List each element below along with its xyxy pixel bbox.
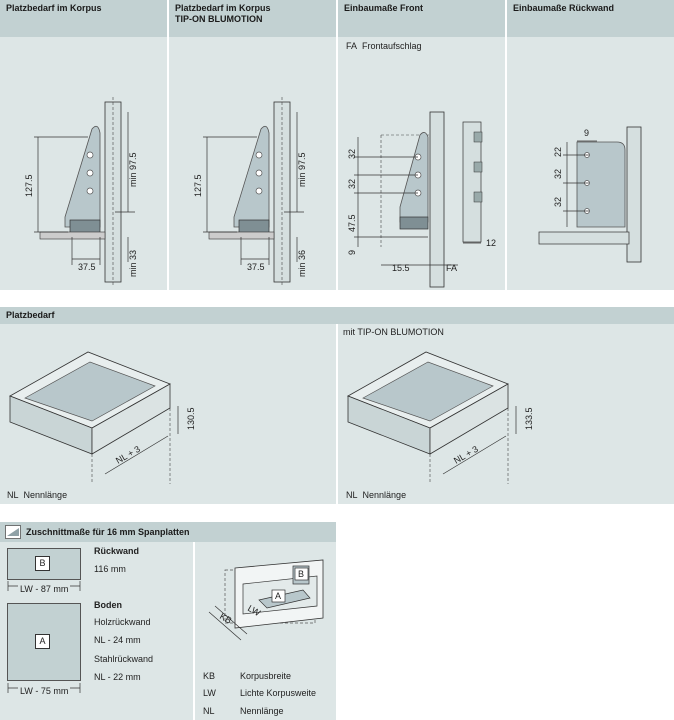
- nl-legend-right: NL Nennlänge: [346, 490, 406, 501]
- fa-legend: FA Frontaufschlag: [346, 41, 422, 52]
- drawing-rueckwand: 9 22 32 32: [538, 126, 642, 263]
- nl-abbr: NL: [7, 490, 19, 500]
- dim-127-5: 127.5: [24, 174, 34, 197]
- title: Einbaumaße Front: [344, 3, 424, 13]
- middle-divider: [336, 324, 338, 504]
- dim-37-5: 37.5: [247, 262, 265, 272]
- bottom-divider: [193, 542, 195, 720]
- nl-text: Nennlänge: [23, 490, 68, 500]
- legend-nl-abbr: NL: [203, 706, 215, 716]
- nl-dim-left: NL + 3: [114, 444, 142, 466]
- rueckwand-value: 116 mm: [94, 564, 126, 574]
- header-einbau-rueckwand: Einbaumaße Rückwand: [507, 0, 674, 37]
- part-b-label: B: [35, 556, 50, 571]
- dim-32-a: 32: [553, 169, 563, 179]
- nl-dim-right: NL + 3: [452, 444, 480, 466]
- iso-label-a: A: [275, 591, 281, 601]
- height-dim-right: 133.5: [524, 407, 534, 430]
- part-a-dim: LW - 75 mm: [18, 686, 71, 697]
- dim-min-97-5: min 97.5: [297, 152, 307, 187]
- legend-kb-abbr: KB: [203, 671, 216, 681]
- tipon-caption: mit TIP-ON BLUMOTION: [343, 327, 444, 337]
- dim-9: 9: [347, 250, 357, 255]
- dim-32-a: 32: [347, 149, 357, 159]
- fa-text: Frontaufschlag: [362, 41, 422, 51]
- dim-15-5: 15.5: [392, 263, 410, 273]
- legend-lw-abbr: LW: [203, 688, 216, 698]
- dim-37-5: 37.5: [78, 262, 96, 272]
- part-a-label: A: [35, 634, 50, 649]
- dim-22: 22: [553, 147, 563, 157]
- nl-text: Nennlänge: [362, 490, 407, 500]
- drawer-iso-right: NL + 3 133.5: [347, 351, 534, 484]
- drawing-tipon: 127.5 min 97.5 37.5 min 36: [193, 97, 307, 287]
- boden-title: Boden: [94, 600, 122, 610]
- dim-fa: FA: [446, 263, 457, 273]
- holz-label: Holzrückwand: [94, 617, 151, 627]
- stahl-value: NL - 22 mm: [94, 672, 141, 682]
- legend-nl-text: Nennlänge: [240, 706, 284, 716]
- dim-47-5: 47.5: [347, 214, 357, 232]
- dim-12: 12: [486, 238, 496, 248]
- header-platzbedarf: Platzbedarf: [0, 307, 674, 324]
- dim-127-5: 127.5: [193, 174, 203, 197]
- title-line1: Platzbedarf im Korpus: [175, 3, 271, 13]
- height-dim-left: 130.5: [186, 407, 196, 430]
- legend-lw-text: Lichte Korpusweite: [240, 688, 317, 698]
- header-platzbedarf-tipon: Platzbedarf im Korpus TIP-ON BLUMOTION: [169, 0, 336, 37]
- rueckwand-title: Rückwand: [94, 546, 140, 556]
- dim-32-b: 32: [553, 197, 563, 207]
- holz-value: NL - 24 mm: [94, 635, 141, 645]
- drawer-iso-left: NL + 3 130.5: [9, 351, 196, 484]
- iso-cabinet-drawing: A B LW KB: [208, 559, 324, 641]
- dim-min-36: min 36: [297, 250, 307, 277]
- title-line2: TIP-ON BLUMOTION: [175, 14, 263, 24]
- panel-cut-icon: [5, 525, 21, 539]
- legend-kb-text: Korpusbreite: [240, 671, 292, 681]
- stahl-label: Stahlrückwand: [94, 654, 154, 664]
- dim-9: 9: [584, 128, 589, 138]
- header-zuschnitt: Zuschnittmaße für 16 mm Spanplatten: [0, 522, 336, 542]
- title: Platzbedarf im Korpus: [6, 3, 102, 13]
- header-einbau-front: Einbaumaße Front: [338, 0, 505, 37]
- dim-min-97-5: min 97.5: [128, 152, 138, 187]
- fa-abbr: FA: [346, 41, 358, 51]
- dim-32-b: 32: [347, 179, 357, 189]
- panel-platzbedarf-tipon: [169, 0, 336, 290]
- title: Zuschnittmaße für 16 mm Spanplatten: [26, 527, 190, 537]
- iso-label-kb: KB: [218, 611, 233, 626]
- drawing-front: 32 32 47.5 9 15.5 FA 12: [347, 111, 496, 288]
- header-platzbedarf-korpus: Platzbedarf im Korpus: [0, 0, 167, 37]
- title: Einbaumaße Rückwand: [513, 3, 615, 13]
- panel-platzbedarf-korpus: [0, 0, 167, 290]
- dim-min-33: min 33: [128, 250, 138, 277]
- title: Platzbedarf: [6, 310, 55, 320]
- drawing-korpus: 127.5 min 97.5 37.5 min 33: [24, 97, 138, 287]
- iso-label-b: B: [298, 569, 304, 579]
- nl-abbr: NL: [346, 490, 358, 500]
- part-b-dim: LW - 87 mm: [18, 584, 71, 595]
- nl-legend-left: NL Nennlänge: [7, 490, 67, 501]
